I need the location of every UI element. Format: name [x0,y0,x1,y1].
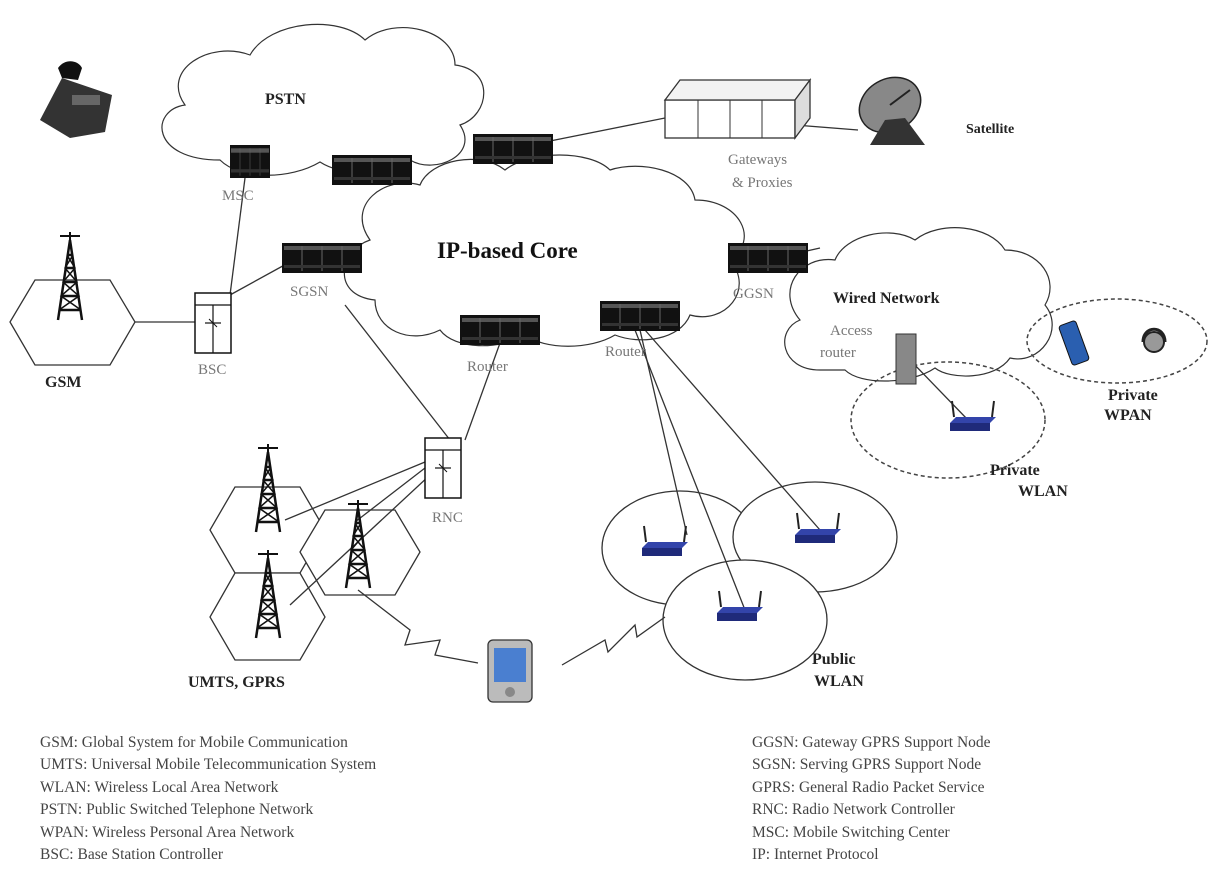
access-router-label-line1: Access [830,323,873,339]
legend-item: WPAN: Wireless Personal Area Network [40,823,295,841]
private-wpan-label-line2: WPAN [1104,407,1152,424]
gateways-label-line2: & Proxies [732,175,793,191]
msc-label: MSC [222,188,254,204]
legend-item: WLAN: Wireless Local Area Network [40,778,279,796]
sgsn-switch-icon [281,242,363,274]
access-router-label-line2: router [820,345,856,361]
legend-item: GSM: Global System for Mobile Communicat… [40,734,348,751]
legend-left: GSM: Global System for Mobile Communicat… [40,732,376,866]
legend-right: GGSN: Gateway GPRS Support Node SGSN: Se… [752,732,991,866]
bsc-label: BSC [198,362,226,378]
public-wlan-label-line1: Public [812,651,856,668]
msc-switch-icon [229,144,271,179]
gsm-cell [9,279,136,366]
router-2-icon [599,300,681,332]
router-1-label: Router [467,359,508,375]
private-wlan-area [850,361,1046,479]
private-wpan-label-line1: Private [1108,387,1158,404]
headset-icon [1141,327,1167,353]
gsm-label: GSM [45,374,81,391]
wired-network-label: Wired Network [833,290,940,307]
private-wlan-label-line1: Private [990,462,1040,479]
rnc-controller-icon [424,437,462,499]
legend-item: SGSN: Serving GPRS Support Node [752,756,982,774]
router-1-icon [459,314,541,346]
gateway-switch-icon [472,133,554,165]
legend-item: MSC: Mobile Switching Center [752,823,950,841]
legend-item: PSTN: Public Switched Telephone Network [40,801,314,819]
telephone-icon [40,61,112,138]
pda-device-icon [487,639,533,703]
satellite-dish-icon [858,76,925,145]
pstn-cloud [161,23,485,176]
sgsn-label: SGSN [290,284,329,300]
legend-item: GPRS: General Radio Packet Service [752,778,985,796]
legend-item: IP: Internet Protocol [752,846,879,864]
private-wlan-label-line2: WLAN [1018,483,1068,500]
rnc-label: RNC [432,510,463,526]
ggsn-label: GGSN [733,286,774,302]
umts-gprs-label: UMTS, GPRS [188,674,285,691]
gateways-label-line1: Gateways [728,152,787,168]
public-wlan-label-line2: WLAN [814,673,864,690]
bsc-controller-icon [194,292,232,354]
umts-cell-2 [299,509,421,596]
legend-item: BSC: Base Station Controller [40,846,223,864]
satellite-label: Satellite [966,122,1014,137]
legend-item: UMTS: Universal Mobile Telecommunication… [40,756,377,774]
gateways-server-icon [663,78,812,140]
ggsn-switch-icon [727,242,809,274]
mobile-phone-icon [1058,320,1090,366]
pstn-gateway-switch-icon [331,154,413,186]
legend-item: RNC: Radio Network Controller [752,801,955,819]
private-wlan-access-point-icon [949,400,997,432]
pstn-label: PSTN [265,91,306,108]
wired-network-cloud [784,227,1053,382]
ip-core-label: IP-based Core [437,238,578,263]
private-wpan-area [1026,298,1208,384]
legend-item: GGSN: Gateway GPRS Support Node [752,734,991,751]
umts-cell-3 [209,572,326,661]
router-2-label: Router [605,344,646,360]
access-router-icon [895,333,917,385]
